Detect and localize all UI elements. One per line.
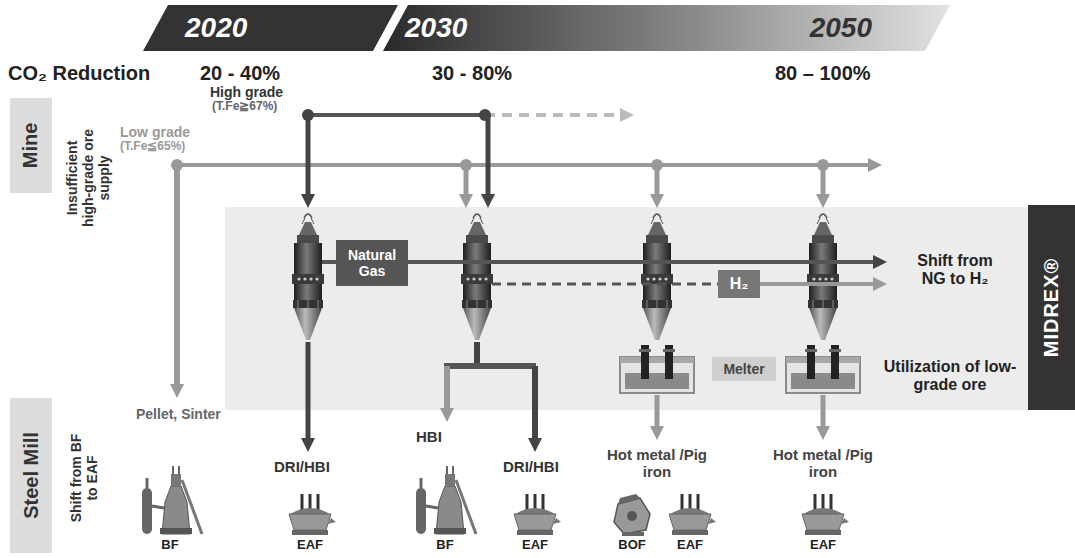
ore-grade-label: Low grade xyxy=(120,124,190,140)
fuel-box: Natural Gas xyxy=(336,240,408,286)
illustration-line xyxy=(174,165,180,386)
equipment-box: Melter xyxy=(712,357,776,381)
node-text: H₂ xyxy=(730,275,749,293)
banner-fill xyxy=(383,5,950,51)
illustration-line xyxy=(308,113,485,117)
illustration-circle xyxy=(460,159,472,171)
product-label: Hot metal /Pig iron xyxy=(771,446,875,481)
section-box: Steel Mill xyxy=(10,398,52,553)
year-banner: 2030 2050 xyxy=(383,5,950,51)
reduction-value: 30 - 80% xyxy=(432,62,512,85)
furnace-icons xyxy=(142,466,849,536)
banner-shape xyxy=(143,5,398,51)
node-text: 2020 xyxy=(185,12,247,44)
year-banner: 2020 xyxy=(143,5,398,51)
illustration-circle xyxy=(817,159,829,171)
node-text: 2050 xyxy=(810,12,872,44)
illustration-circle xyxy=(479,109,491,121)
illustration-use xyxy=(786,345,860,393)
node-text: MIDREX® xyxy=(1040,258,1063,358)
process-panel xyxy=(225,207,1030,410)
ore-grade-value: (T.Fe≧67%) xyxy=(212,100,277,114)
illustration-line xyxy=(306,115,311,196)
illustration-circle xyxy=(651,159,663,171)
reactors xyxy=(292,214,839,340)
equipment-label: BF xyxy=(425,538,465,553)
illustration-use xyxy=(461,214,493,340)
product-label: DRI/HBI xyxy=(274,458,330,475)
melters xyxy=(620,345,860,393)
illustration-use xyxy=(669,494,716,535)
illustration-line xyxy=(306,342,311,440)
side-note: Shift from BF to EAF xyxy=(68,428,100,528)
product-lines xyxy=(308,342,823,440)
heading-label: CO₂ Reduction xyxy=(8,62,150,85)
illustration-line xyxy=(444,366,450,410)
equipment-label: EAF xyxy=(515,538,555,553)
illustration-line xyxy=(532,366,538,440)
illustration-use xyxy=(641,214,673,340)
illustration-use xyxy=(289,494,336,535)
product-label: HBI xyxy=(416,428,442,445)
illustration-rect xyxy=(225,207,1030,410)
fuel-box: H₂ xyxy=(718,270,760,298)
node-text: Natural Gas xyxy=(341,247,403,279)
illustration-line xyxy=(485,113,622,117)
illustration-use xyxy=(802,494,849,535)
illustration-use xyxy=(142,466,202,534)
ore-grade-label: High grade xyxy=(210,84,283,100)
brand-bar: MIDREX® xyxy=(1028,205,1075,410)
equipment-label: EAF xyxy=(803,538,843,553)
reduction-value: 80 – 100% xyxy=(775,62,871,85)
product-label: DRI/HBI xyxy=(503,458,559,475)
illustration-line xyxy=(474,342,480,366)
node-text: Utilization of low-grade ore xyxy=(880,358,1020,395)
section-box: Mine xyxy=(10,98,52,193)
illustration-use xyxy=(614,494,650,536)
banner-fill xyxy=(143,5,398,51)
illustration-circle xyxy=(302,109,314,121)
ore-supply-lines xyxy=(171,109,870,386)
illustration-use xyxy=(416,466,476,534)
illustration-use xyxy=(292,214,324,340)
illustration-circle xyxy=(171,159,183,171)
illustration-line xyxy=(444,363,536,369)
equipment-label: BOF xyxy=(612,538,652,553)
illustration-line xyxy=(492,283,718,286)
node-text: Melter xyxy=(723,361,764,377)
illustration-use xyxy=(620,345,694,393)
product-label: Pellet, Sinter xyxy=(136,406,221,422)
illustration-use xyxy=(807,214,839,340)
illustration-line xyxy=(177,163,870,167)
equipment-label: BF xyxy=(150,538,190,553)
node-text: Steel Mill xyxy=(20,432,43,519)
illustration-line xyxy=(760,282,875,286)
side-note: Insufficient high-grade ore supply xyxy=(64,127,112,229)
node-text: Shift from NG to H₂ xyxy=(905,252,1005,289)
equipment-label: EAF xyxy=(670,538,710,553)
node-text: Mine xyxy=(20,123,43,169)
ore-grade-value: (T.Fe≦65%) xyxy=(120,140,185,154)
illustration-use xyxy=(514,494,561,535)
node-text: 2030 xyxy=(405,12,467,44)
process-panel: Shift from NG to H₂ Utilization of low-gr… xyxy=(225,207,1028,410)
reduction-value: 20 - 40% xyxy=(200,62,280,85)
equipment-label: EAF xyxy=(290,538,330,553)
illustration-line xyxy=(821,395,826,428)
illustration-line xyxy=(486,115,491,196)
product-label: Hot metal /Pig iron xyxy=(605,446,709,481)
illustration-line xyxy=(655,395,660,428)
